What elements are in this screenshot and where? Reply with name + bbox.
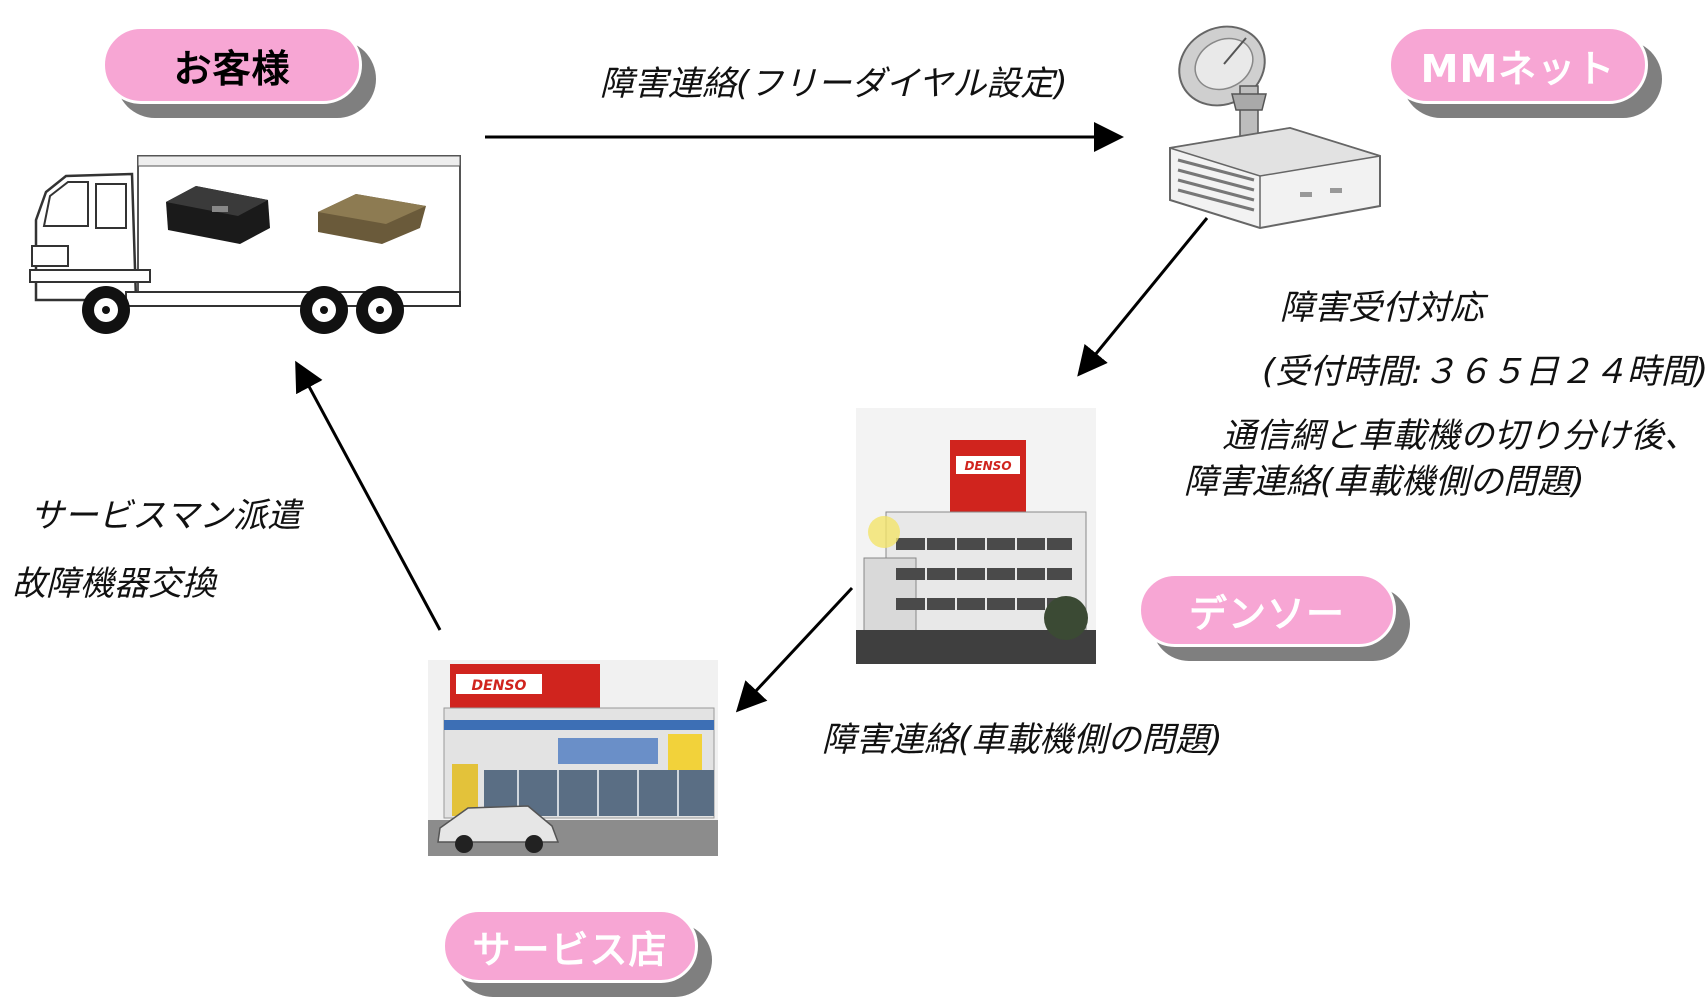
satellite-dish-icon [1178,25,1267,147]
server-box-icon [1169,126,1381,230]
arrow-denso-to-service [735,586,854,713]
onboard-unit-image-1 [156,178,274,248]
label-failure-contact-onboard-right: 障害連絡(車載機側の問題) [1184,462,1585,502]
badge-mmnet: MMネット MMネット [1388,26,1662,118]
service-shop-photo: DENSO [428,660,718,856]
onboard-unit-image-2 [306,178,426,248]
label-failure-reception: 障害受付対応 [1280,288,1484,328]
label-reception-hours: (受付時間:３６５日２４時間) [1262,352,1708,392]
label-failure-contact-freedial: 障害連絡(フリーダイヤル設定) [600,64,1068,104]
label-dispatch-serviceman: サービスマン派遣 [30,496,301,536]
label-failure-contact-onboard-bottom: 障害連絡(車載機側の問題) [822,720,1223,760]
denso-building-photo: DENSO [856,408,1096,664]
badge-customer-label: お客様 [102,26,362,104]
badge-denso: デンソー [1138,573,1410,661]
badge-customer: お客様 お客様 [102,26,376,118]
label-after-isolation: 通信網と車載機の切り分け後、 [1222,416,1698,456]
badge-service-shop: サービス店 [442,909,712,997]
badge-service-shop-label: サービス店 [442,909,698,983]
service-shop-sign-text: DENSO [472,678,527,694]
denso-sign-text: DENSO [964,459,1011,473]
truck-illustration [29,155,461,334]
arrow-service-to-customer [295,360,442,631]
satellite-server-illustration [1169,25,1381,230]
badge-mmnet-label: MMネット [1388,26,1648,104]
label-replace-faulty-device: 故障機器交換 [12,564,216,604]
arrow-mmnet-to-denso [1077,217,1209,377]
badge-denso-label: デンソー [1138,573,1396,647]
